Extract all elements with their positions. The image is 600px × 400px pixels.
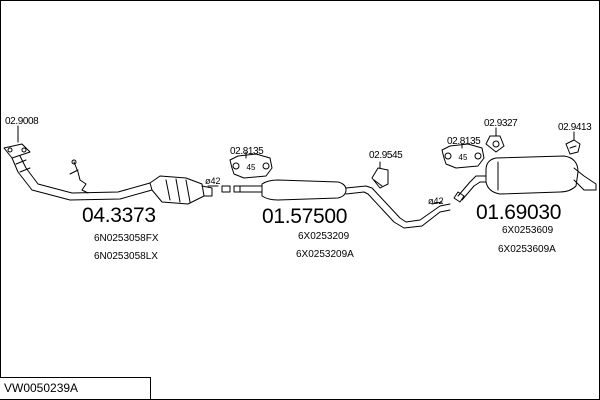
accessory-label: 02.9545 bbox=[369, 150, 403, 161]
clamp bbox=[221, 185, 241, 193]
hanger-ring-2 bbox=[441, 143, 485, 169]
oem-number: 6X0253209A bbox=[296, 249, 354, 260]
hanger-ring-1 bbox=[229, 153, 273, 179]
sensor-cable bbox=[69, 159, 89, 194]
accessory-label: 02.8135 bbox=[230, 146, 264, 157]
diameter-arrow bbox=[431, 201, 443, 205]
catalytic-converter bbox=[149, 175, 213, 205]
oem-number: 6X0253609 bbox=[502, 225, 554, 236]
rear-silencer bbox=[485, 155, 597, 195]
part-number: 01.69030 bbox=[476, 201, 562, 224]
ring-label: 45 bbox=[459, 153, 468, 162]
hanger-02-9327 bbox=[485, 135, 505, 153]
part-number: 04.3373 bbox=[82, 204, 156, 227]
diagram-code: VW0050239A bbox=[4, 381, 79, 395]
part-number: 01.57500 bbox=[262, 205, 348, 228]
oem-number: 6X0253209 bbox=[298, 231, 350, 242]
accessory-label: 02.9008 bbox=[5, 116, 39, 127]
oem-number: 6N0253058LX bbox=[94, 251, 158, 262]
accessory-label: 02.8135 bbox=[447, 136, 481, 147]
accessory-label: 02.9413 bbox=[558, 122, 592, 133]
front-pipe bbox=[11, 155, 153, 201]
accessory-label: 02.9327 bbox=[484, 118, 518, 129]
diagram-code-box: VW0050239A bbox=[0, 377, 151, 399]
diameter-label: ø42 bbox=[205, 176, 221, 186]
hanger-02-9413 bbox=[565, 139, 581, 155]
rear-inlet-pipe bbox=[453, 175, 487, 203]
ring-label: 45 bbox=[247, 163, 256, 172]
front-flange bbox=[3, 143, 31, 159]
oem-number: 6X0253609A bbox=[498, 244, 556, 255]
diameter-label: ø42 bbox=[428, 196, 444, 206]
middle-silencer bbox=[239, 179, 451, 229]
oem-number: 6N0253058FX bbox=[94, 233, 159, 244]
hanger-02-9545 bbox=[371, 167, 389, 189]
